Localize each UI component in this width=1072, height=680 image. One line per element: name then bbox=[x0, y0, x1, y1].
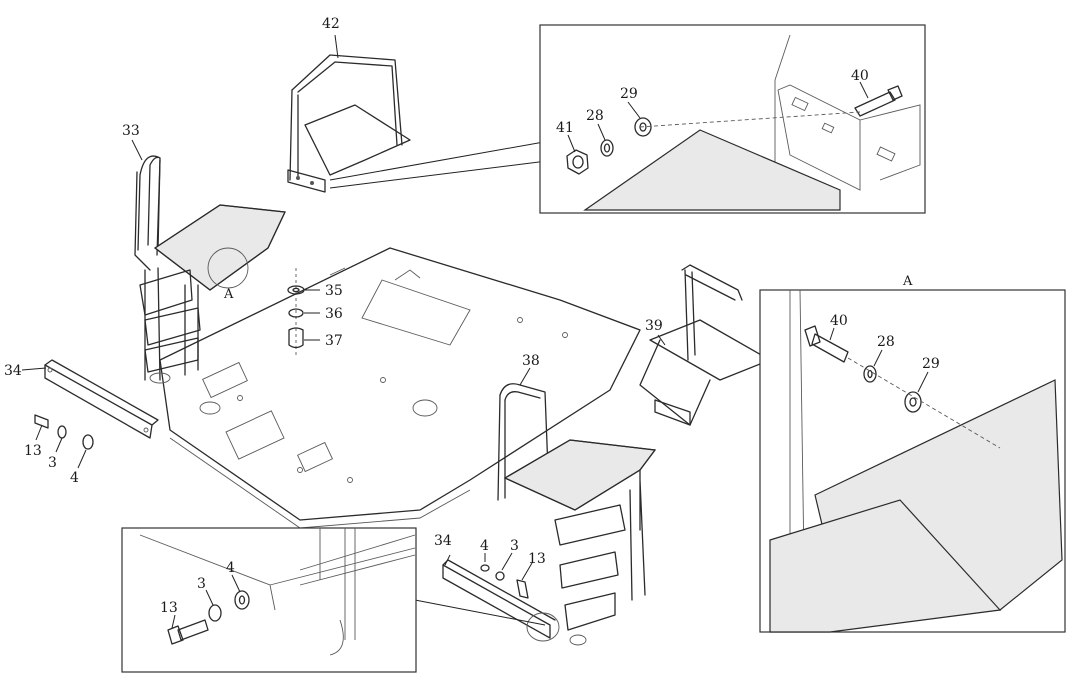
inset-right-label-28: 28 bbox=[877, 334, 895, 350]
chassis-platform bbox=[159, 247, 641, 529]
inset-top-label-41: 41 bbox=[556, 120, 574, 136]
label-42: 42 bbox=[322, 16, 340, 32]
inset-right-title: A bbox=[902, 274, 913, 289]
label-39: 39 bbox=[645, 318, 663, 334]
label-3-left: 3 bbox=[48, 455, 57, 471]
main-leaders bbox=[21, 34, 666, 386]
part-labels: 42 33 A 35 36 37 34 13 3 4 39 38 34 4 3 … bbox=[4, 16, 940, 616]
left-step-assembly bbox=[134, 155, 286, 384]
label-4-left: 4 bbox=[70, 470, 79, 486]
label-3-mid: 3 bbox=[510, 538, 519, 554]
label-34-right: 34 bbox=[434, 533, 452, 549]
inset-bottom-detail bbox=[121, 527, 417, 673]
inset-right-detail-a bbox=[759, 289, 1066, 633]
inset-bottom-label-4: 4 bbox=[226, 560, 235, 576]
inset-right-label-40: 40 bbox=[830, 313, 848, 329]
label-34-left: 34 bbox=[4, 363, 22, 379]
label-38: 38 bbox=[522, 353, 540, 369]
label-36: 36 bbox=[325, 306, 343, 322]
inset-top-detail bbox=[539, 24, 926, 214]
fastener-stack-35-37 bbox=[287, 268, 320, 355]
inset-right-label-29: 29 bbox=[922, 356, 940, 372]
label-4-mid: 4 bbox=[480, 538, 489, 554]
label-33: 33 bbox=[122, 123, 140, 139]
inset-bottom-label-13: 13 bbox=[160, 600, 178, 616]
right-step-assembly bbox=[414, 264, 771, 646]
label-37: 37 bbox=[325, 333, 343, 349]
label-13-left: 13 bbox=[24, 443, 42, 459]
inset-top-label-28: 28 bbox=[586, 108, 604, 124]
inset-bottom-label-3: 3 bbox=[197, 576, 206, 592]
left-bracket-34 bbox=[34, 359, 159, 469]
label-35: 35 bbox=[325, 283, 343, 299]
inset-top-label-29: 29 bbox=[620, 86, 638, 102]
label-a-callout: A bbox=[223, 287, 234, 302]
label-13-mid: 13 bbox=[528, 551, 546, 567]
top-step-assembly bbox=[287, 54, 556, 193]
inset-top-label-40: 40 bbox=[851, 68, 869, 84]
